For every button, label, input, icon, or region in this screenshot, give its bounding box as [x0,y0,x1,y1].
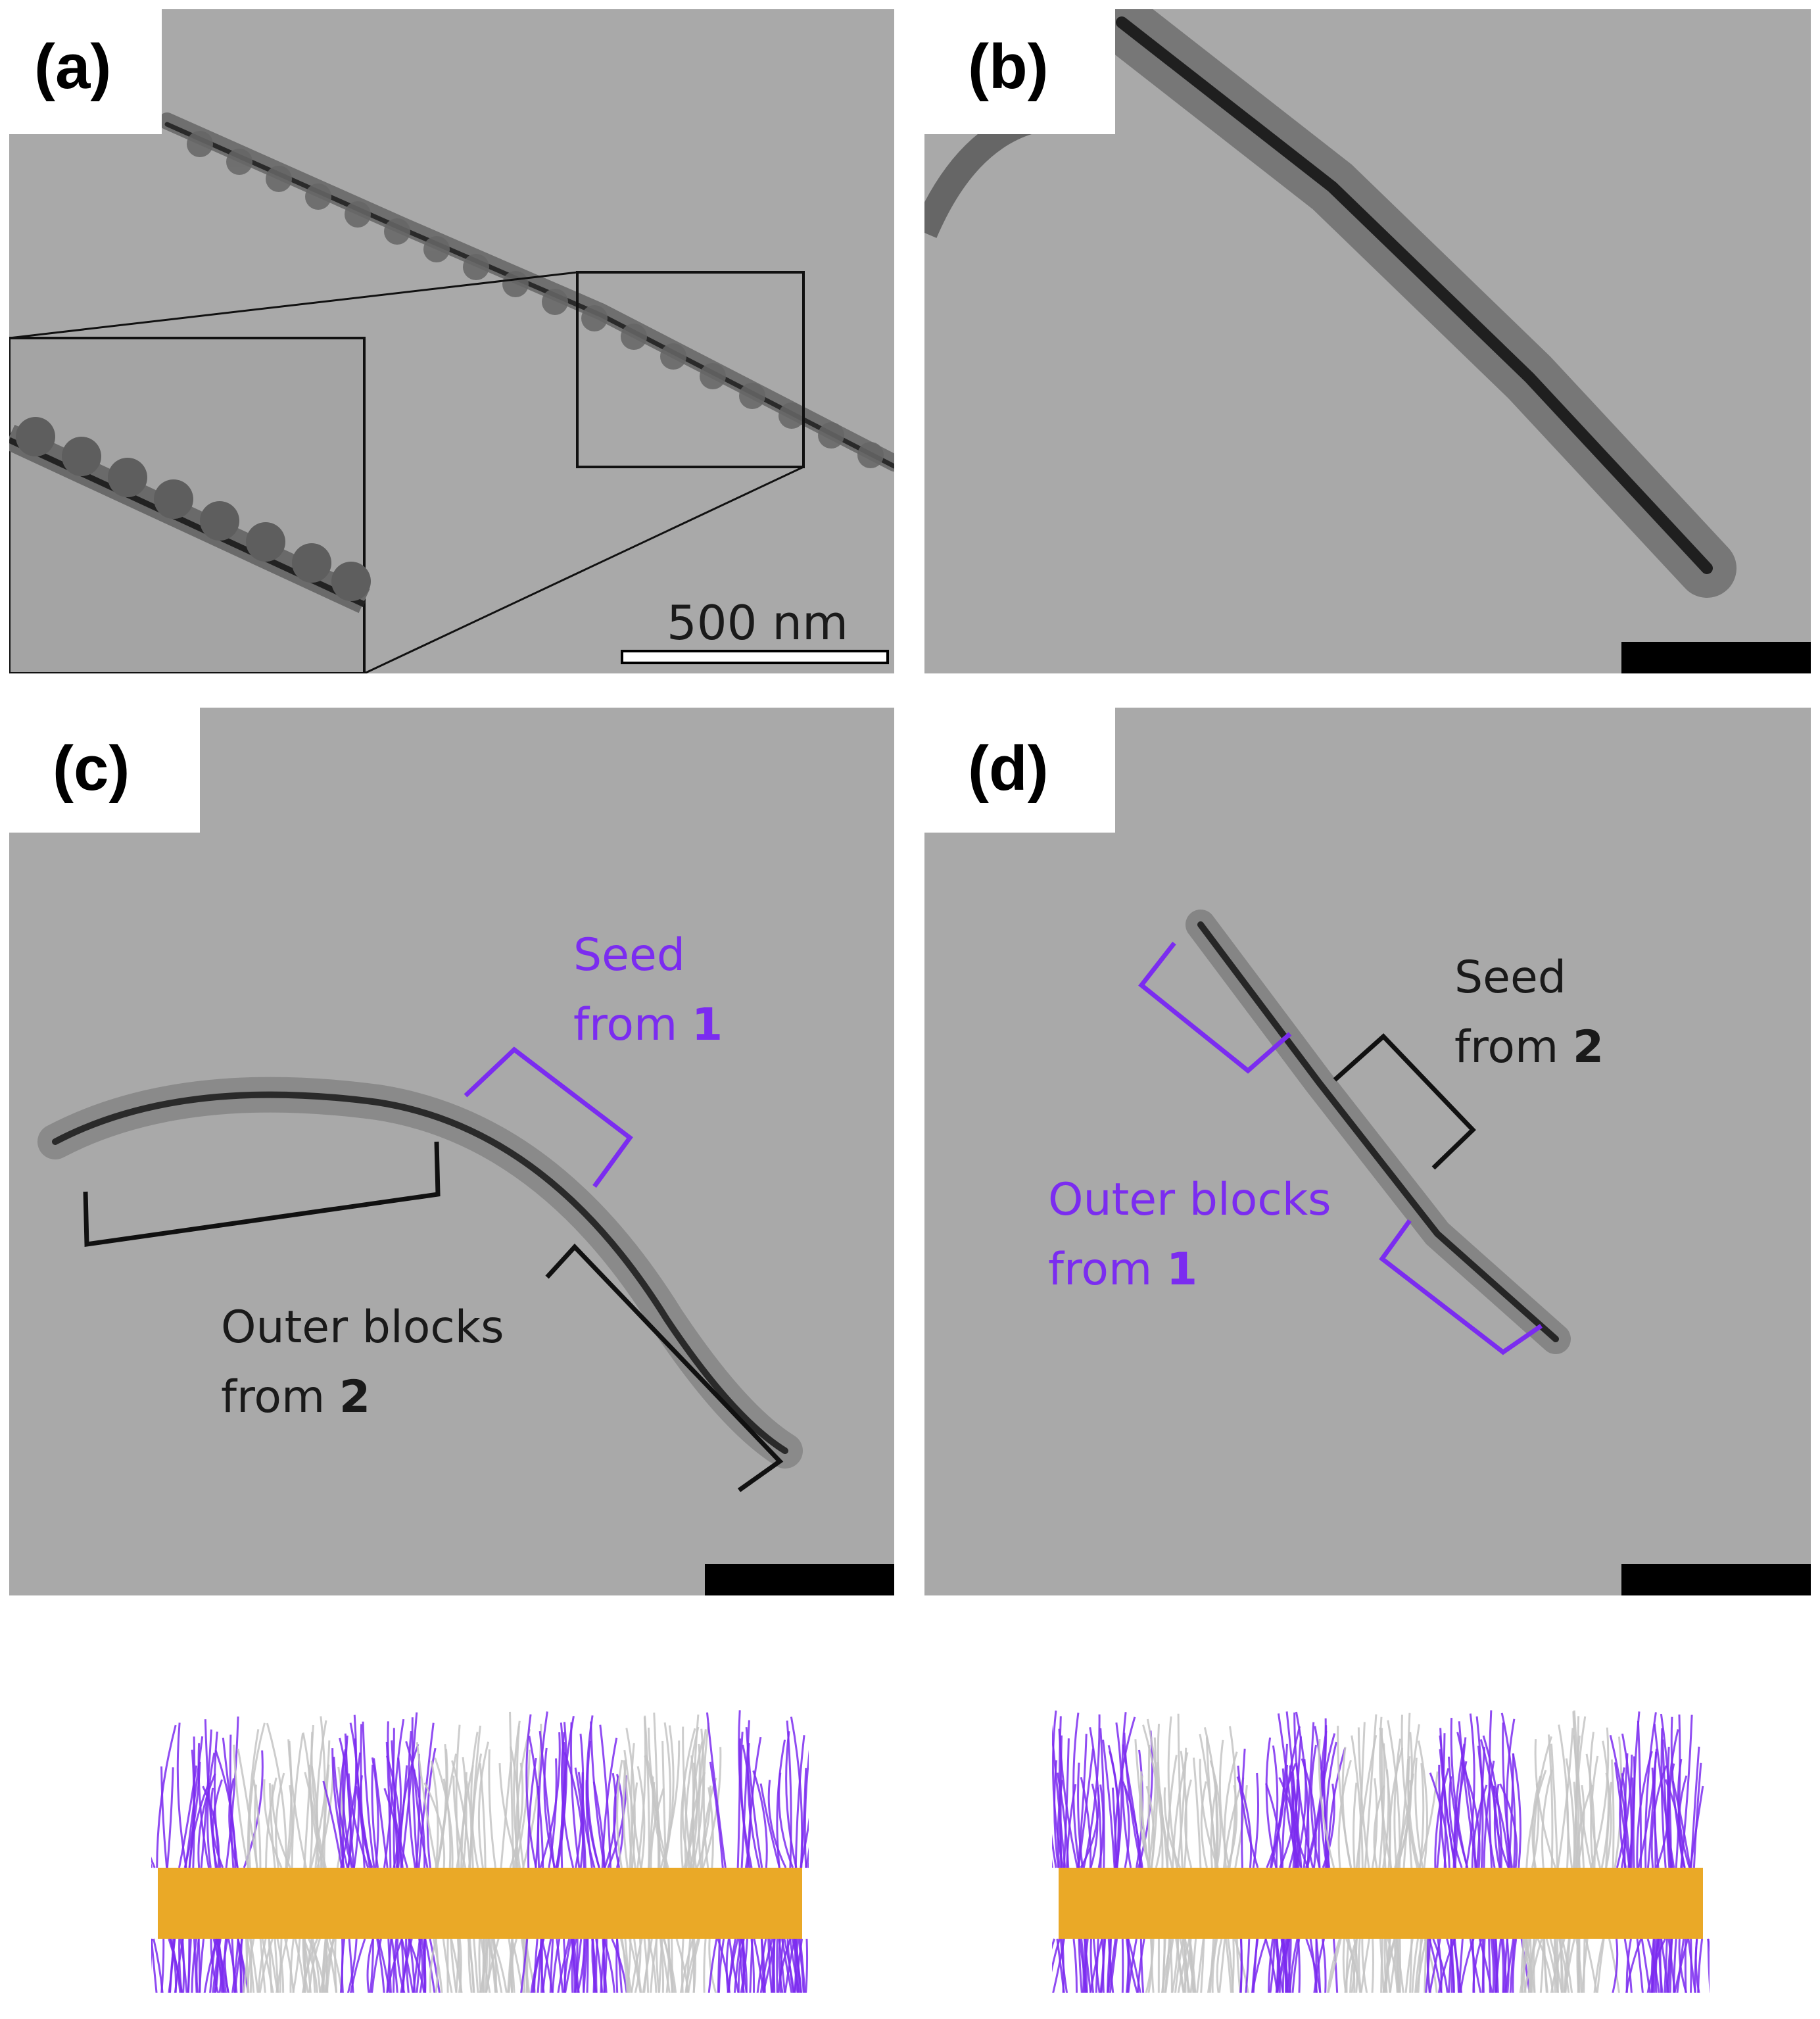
bracket-seed-d [1333,1033,1476,1170]
scale-bar-c [705,1564,894,1595]
corona-segment-gray [416,1711,542,1993]
corona-segment-purple [1425,1710,1531,1993]
corona-segment-gray [1134,1713,1249,1993]
label-box-a [9,9,162,134]
panel-label-b: (b) [968,32,1049,102]
seed-label-line2-d: from 2 [1454,1021,1604,1073]
corona-segment-gray [1318,1713,1439,1993]
scale-bar-a [621,650,889,664]
corona-segment-purple [1052,1710,1153,1993]
outer-annotation-c: Outer blocks from 2 [221,1293,504,1432]
crystalline-core [158,1868,802,1939]
outer-label-line2: from 2 [221,1371,371,1423]
seed-label-line1-d: Seed [1454,952,1566,1004]
micelle-schematic-right [1052,1710,1710,1993]
outer-annotation-d: Outer blocks from 1 [1048,1165,1331,1305]
corona-segment-gray [1519,1710,1623,1993]
outer-label-line1-d: Outer blocks [1048,1174,1331,1226]
panel-d: (d) Seed from 2 Outer blocks from 1 [924,708,1811,1595]
corona-segment-purple [151,1716,264,1993]
panel-label-c: (c) [53,733,130,804]
schematic-left [151,1684,809,1993]
panel-b: (b) [924,9,1811,673]
corona-segment-purple [1609,1711,1710,1993]
tem-image-a [9,112,894,673]
micelle-schematic-left [151,1710,809,1993]
bracket-seed [464,1046,633,1188]
corona-segment-purple [706,1710,809,1993]
seed-annotation-c: Seed from 1 [573,921,723,1060]
label-box-b [924,9,1115,134]
scale-bar-d [1621,1564,1811,1595]
corona-segment-purple [1236,1711,1347,1993]
outer-label-line1: Outer blocks [221,1301,504,1353]
seed-annotation-d: Seed from 2 [1454,943,1604,1082]
outer-label-line2-d: from 1 [1048,1244,1198,1296]
scale-bar-label: 500 nm [667,595,849,650]
corona-segment-purple [322,1712,441,1993]
panel-c: (c) Seed from 1 Outer blocks from 2 [9,708,894,1595]
panel-label-a: (a) [34,32,112,102]
seed-label-line1: Seed [573,929,685,981]
panel-a: (a) 500 nm [9,9,894,673]
label-box-d [924,708,1115,833]
tem-image-d [1138,910,1571,1355]
bracket-outer-lower [1379,1219,1543,1355]
corona-segment-purple [520,1711,628,1993]
bracket-outer-right [545,1243,784,1492]
bracket-outer-upper [1138,941,1292,1074]
corona-segment-gray [616,1713,722,1993]
schematic-right [1052,1684,1710,1993]
seed-label-line2: from 1 [573,999,723,1051]
crystalline-core [1059,1868,1703,1939]
tem-image-c [37,1046,803,1492]
corona-segment-gray [233,1716,344,1993]
label-box-c [9,708,200,833]
bracket-outer-left [83,1141,441,1248]
scale-bar-b [1621,642,1811,673]
panel-label-d: (d) [968,733,1049,804]
